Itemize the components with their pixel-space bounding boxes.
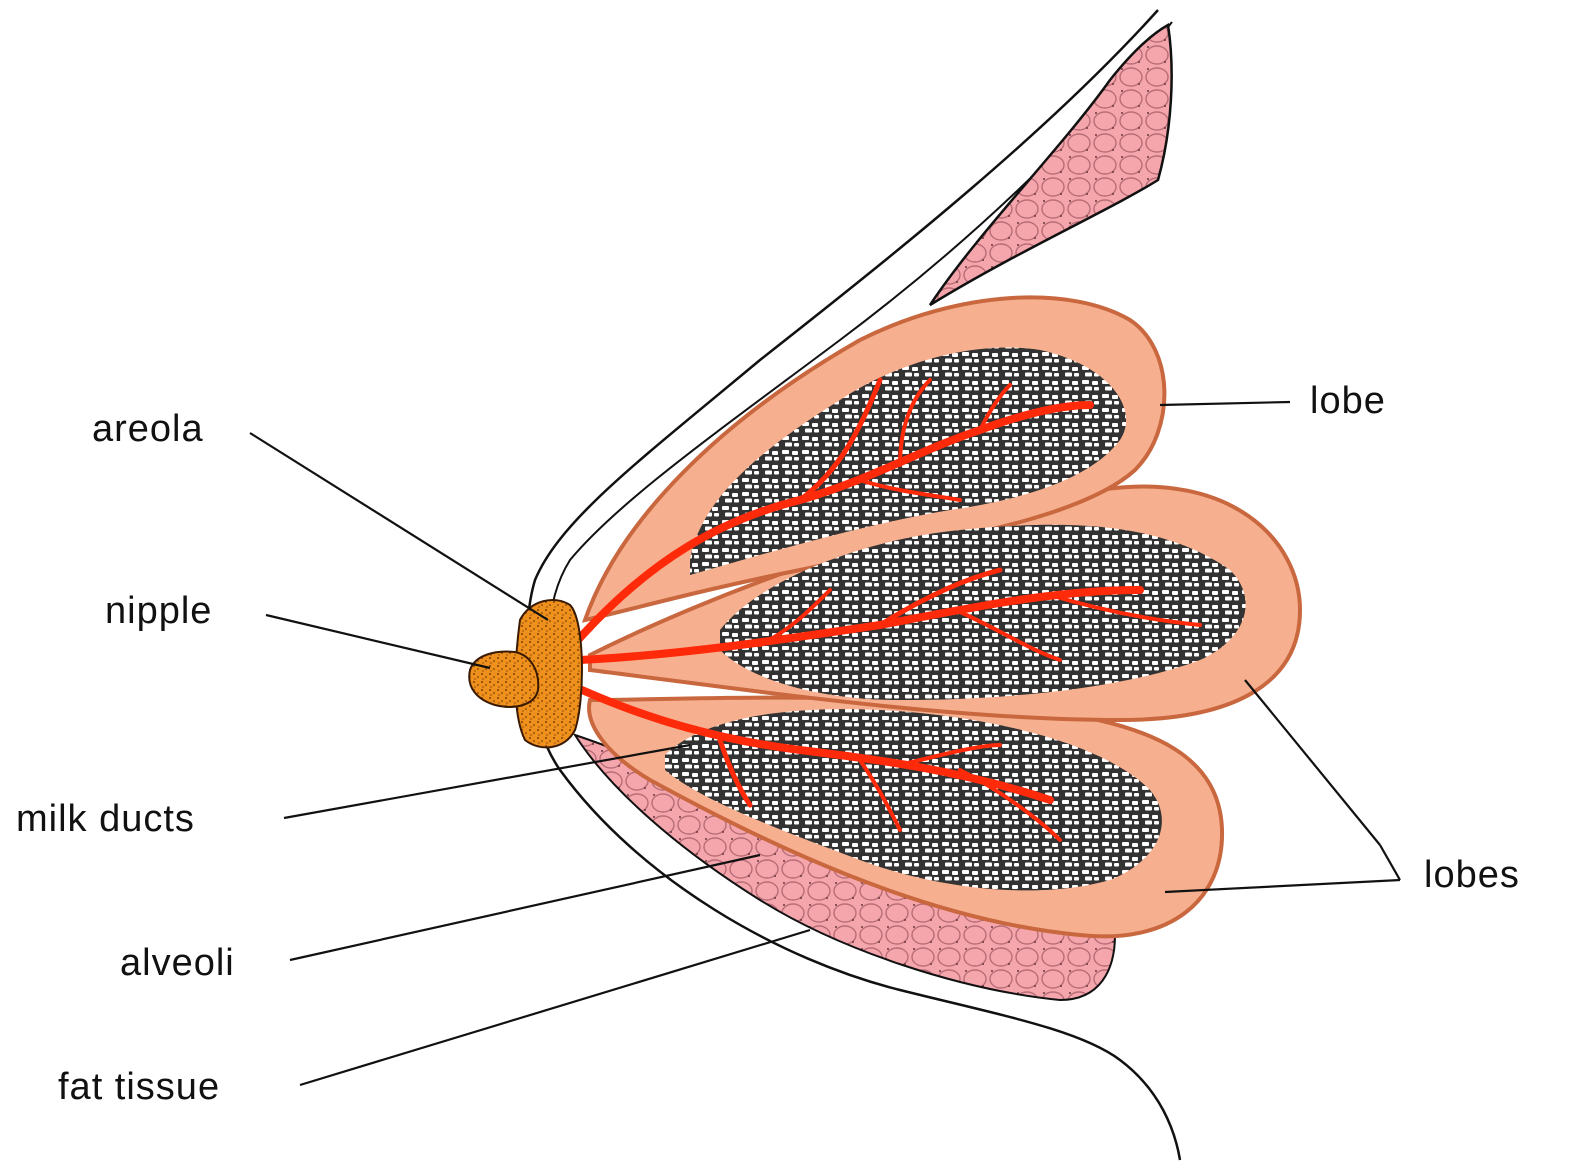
nipple-shape — [469, 652, 538, 707]
label-nipple: nipple — [105, 592, 212, 630]
label-alveoli: alveoli — [120, 944, 235, 982]
upper-fat-tissue — [930, 25, 1172, 305]
label-fat-tissue: fat tissue — [58, 1068, 220, 1106]
label-areola: areola — [92, 410, 204, 448]
label-lobe: lobe — [1310, 382, 1386, 420]
label-lobes: lobes — [1424, 856, 1520, 894]
label-milk-ducts: milk ducts — [16, 800, 195, 838]
